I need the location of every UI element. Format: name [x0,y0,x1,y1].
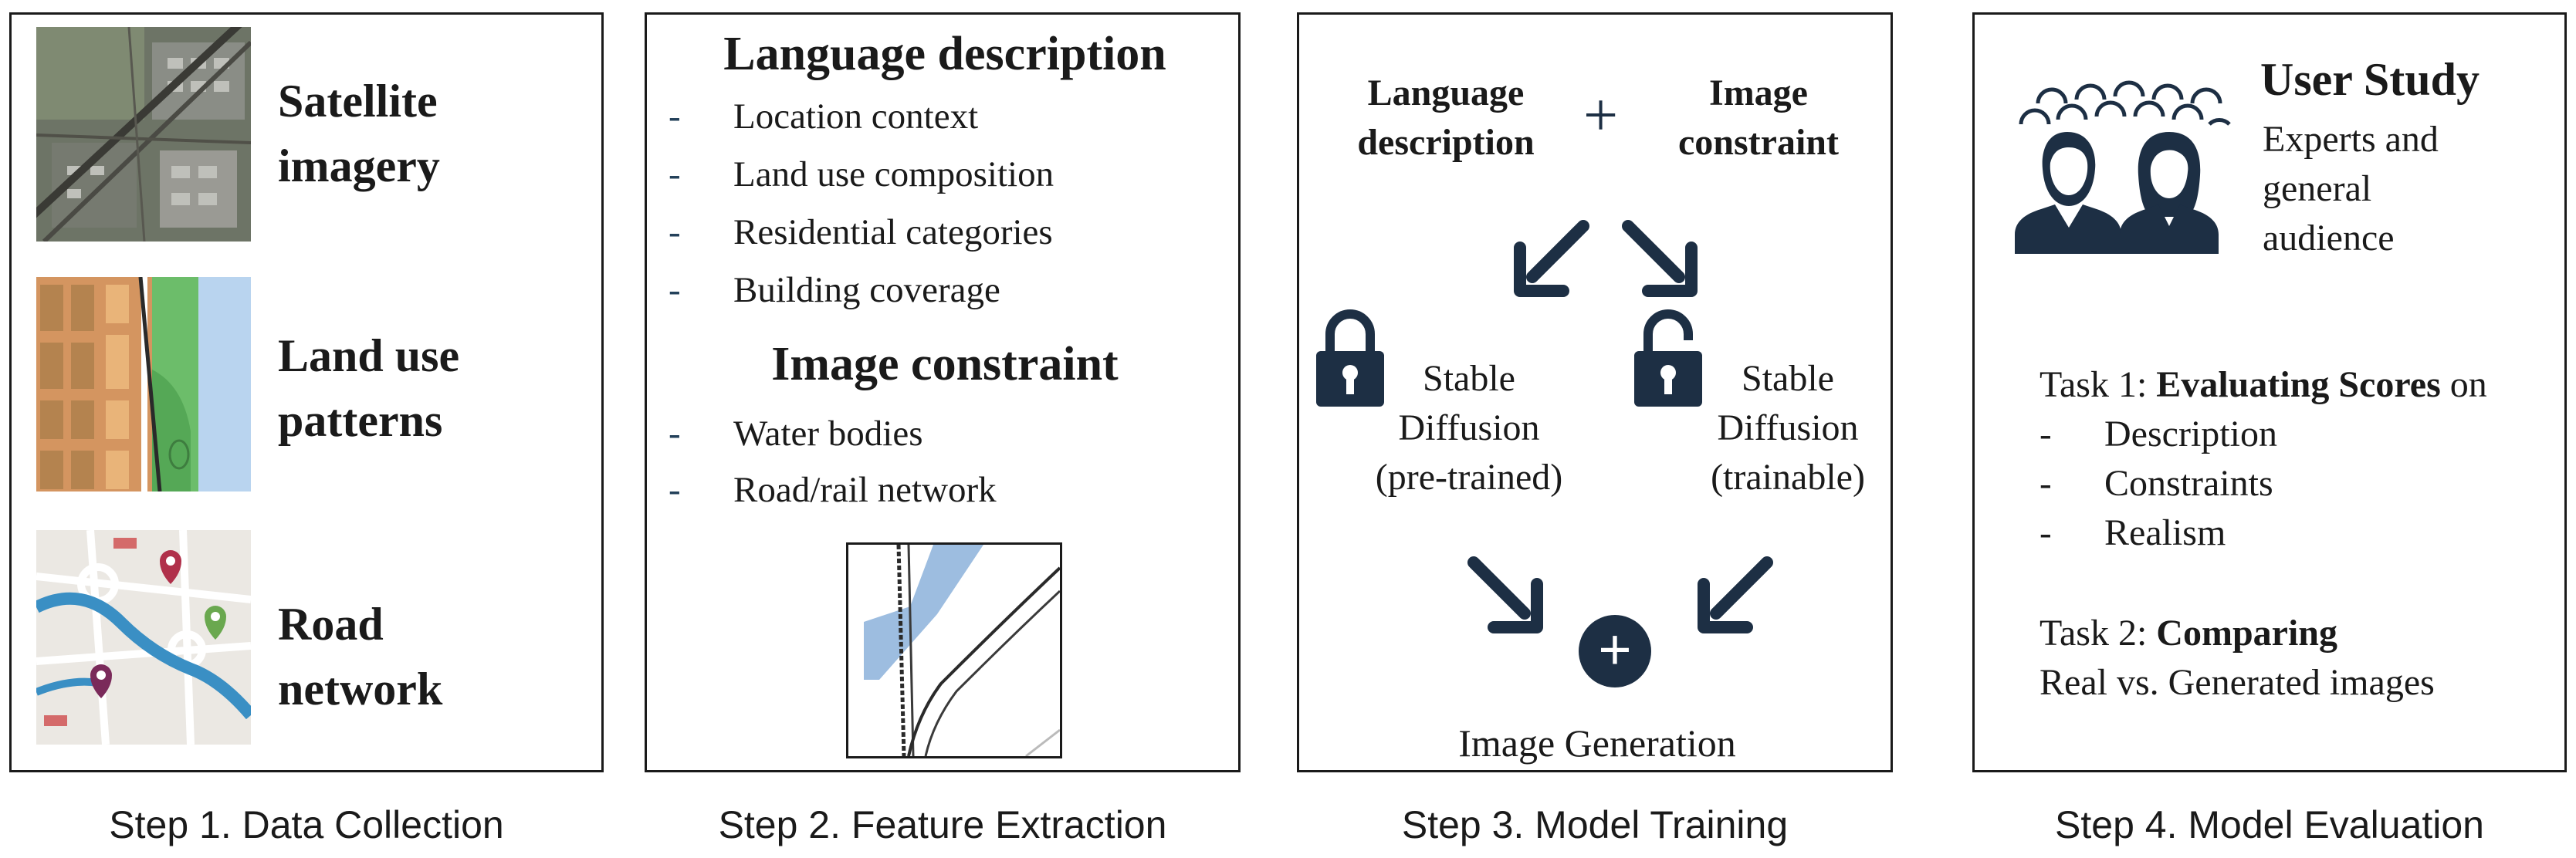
list-item: -Land use composition [669,154,1054,194]
list-item: -Location context [669,96,979,137]
road-network-thumbnail [36,530,251,745]
arrow-down-left-icon [1514,220,1589,297]
list-item: -Building coverage [669,270,1000,310]
panel-model-training: Language description + Image constraint … [1297,12,1893,772]
land-use-label: Land use patterns [278,330,460,446]
step-1-caption: Step 1. Data Collection [109,803,504,846]
arrow-down-right-icon [1622,220,1698,297]
satellite-imagery-thumbnail [36,27,251,242]
user-study-title: User Study [2260,54,2480,105]
lock-closed-icon [1316,309,1384,407]
image-generation-label: Image Generation [1458,721,1736,765]
input-language-description: Language description [1357,73,1535,163]
list-item: -Constraints [2039,463,2273,504]
image-items-list: -Water bodies -Road/rail network [669,410,997,522]
road-network-label: Road network [278,599,443,714]
step-2-caption: Step 2. Feature Extraction [718,803,1167,846]
step-3-caption: Step 3. Model Training [1401,803,1789,846]
image-constraint-title: Image constraint [771,338,1119,390]
land-use-thumbnail [36,277,251,491]
stable-diffusion-pretrained-label: Stable Diffusion (pre-trained) [1375,358,1563,498]
user-study-subtitle: Experts and general audience [2263,119,2439,258]
arrow-down-right-icon [1467,556,1543,633]
list-item: -Road/rail network [669,470,997,510]
list-item: -Residential categories [669,212,1053,252]
language-description-title: Language description [723,28,1166,80]
stable-diffusion-trainable-label: Stable Diffusion (trainable) [1711,358,1865,498]
language-items-list: -Location context -Land use composition … [669,92,1054,323]
constraint-image-sample [846,542,1062,758]
add-circle-icon: + [1579,615,1651,687]
list-item: -Description [2039,414,2277,454]
panel-data-collection: Satellite imagery Land use [9,12,604,772]
plus-symbol: + [1583,82,1619,150]
step-4-caption: Step 4. Model Evaluation [2055,803,2484,846]
lock-open-icon [1634,309,1702,407]
list-item: -Water bodies [669,414,923,454]
satellite-imagery-label: Satellite imagery [278,76,440,191]
panel-model-evaluation: User Study Experts and general audience … [1972,12,2567,772]
task-2: Task 2: Comparing Real vs. Generated ima… [2039,613,2435,703]
panel-feature-extraction: Language description -Location context -… [645,12,1241,772]
audience-icon [2015,80,2231,254]
input-image-constraint: Image constraint [1678,73,1839,163]
task-1: Task 1: Evaluating Scores on -Descriptio… [2039,360,2487,558]
arrow-down-left-icon [1698,556,1773,633]
list-item: -Realism [2039,512,2226,553]
